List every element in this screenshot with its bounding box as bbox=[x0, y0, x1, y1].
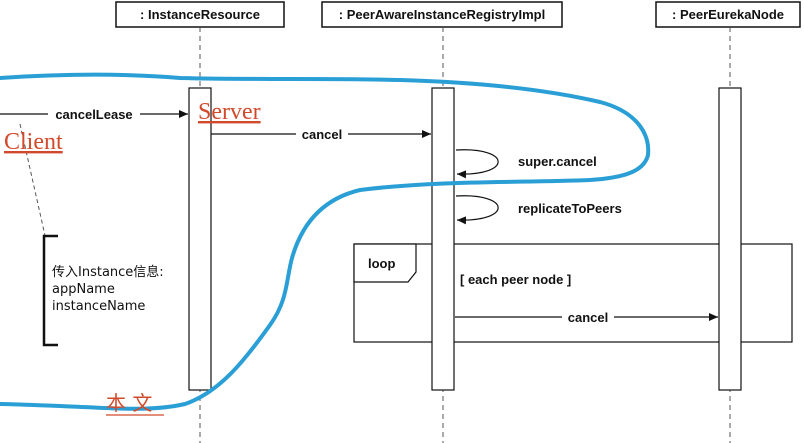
loop-tag: loop bbox=[368, 256, 395, 271]
message-peer-cancel: cancel bbox=[455, 309, 718, 325]
note-line: instanceName bbox=[52, 299, 145, 314]
participant-label: : PeerEurekaNode bbox=[672, 7, 784, 22]
participant-label: : InstanceResource bbox=[140, 7, 260, 22]
annotation-client: Client bbox=[4, 129, 63, 155]
activation-peer-eureka-node bbox=[718, 87, 742, 391]
note-line: 传入Instance信息: bbox=[52, 264, 164, 280]
message-label: cancel bbox=[302, 127, 342, 142]
message-super-cancel: super.cancel bbox=[455, 149, 597, 179]
annotation-server: Server bbox=[198, 99, 261, 125]
participant-instance-resource: : InstanceResource bbox=[115, 1, 285, 28]
activation-registry-impl bbox=[431, 87, 455, 391]
message-replicate-to-peers: replicateToPeers bbox=[455, 195, 622, 225]
annotation-body-text: 本 文 bbox=[106, 391, 152, 415]
activation-instance-resource bbox=[188, 87, 212, 391]
loop-frame: loop [ each peer node ] bbox=[353, 243, 793, 343]
loop-guard: [ each peer node ] bbox=[460, 272, 571, 287]
parameter-note: 传入Instance信息: appName instanceName bbox=[19, 123, 164, 347]
participant-label: : PeerAwareInstanceRegistryImpl bbox=[339, 7, 545, 22]
message-label: cancelLease bbox=[55, 107, 132, 122]
hand-drawn-boundary bbox=[0, 72, 651, 411]
message-cancel: cancel bbox=[211, 126, 431, 142]
participant-registry-impl: : PeerAwareInstanceRegistryImpl bbox=[321, 1, 563, 28]
message-cancel-lease: cancelLease bbox=[0, 106, 188, 122]
participant-peer-eureka-node: : PeerEurekaNode bbox=[655, 1, 801, 28]
note-line: appName bbox=[52, 282, 115, 297]
message-label: super.cancel bbox=[518, 154, 597, 169]
message-label: cancel bbox=[568, 310, 608, 325]
message-label: replicateToPeers bbox=[518, 201, 622, 216]
